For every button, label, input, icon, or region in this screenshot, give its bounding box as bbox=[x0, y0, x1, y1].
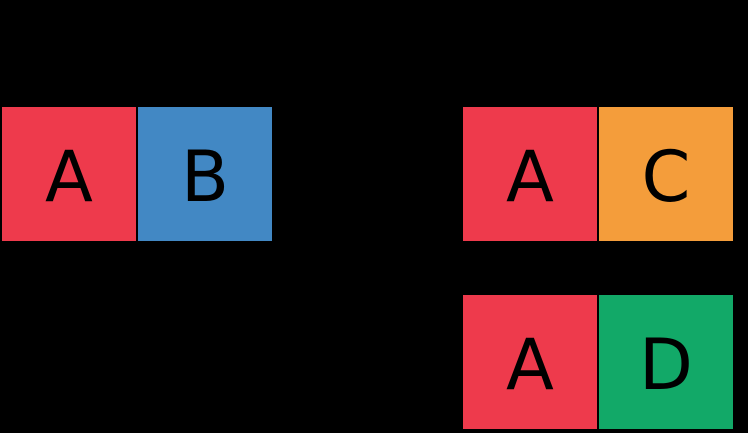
block-pair-ab: A B bbox=[1, 106, 273, 242]
block-label-c: C bbox=[641, 136, 691, 218]
block-a-of-pair-ad: A bbox=[462, 294, 598, 430]
block-pair-ad: A D bbox=[462, 294, 734, 430]
block-c-of-pair-ac: C bbox=[598, 106, 734, 242]
block-label-a: A bbox=[506, 136, 554, 218]
block-label-a: A bbox=[45, 136, 93, 218]
block-b-of-pair-ab: B bbox=[137, 106, 273, 242]
block-pair-ac: A C bbox=[462, 106, 734, 242]
block-label-a: A bbox=[506, 324, 554, 406]
block-d-of-pair-ad: D bbox=[598, 294, 734, 430]
block-label-d: D bbox=[639, 324, 693, 406]
block-a-of-pair-ac: A bbox=[462, 106, 598, 242]
block-a-of-pair-ab: A bbox=[1, 106, 137, 242]
block-label-b: B bbox=[180, 136, 230, 218]
